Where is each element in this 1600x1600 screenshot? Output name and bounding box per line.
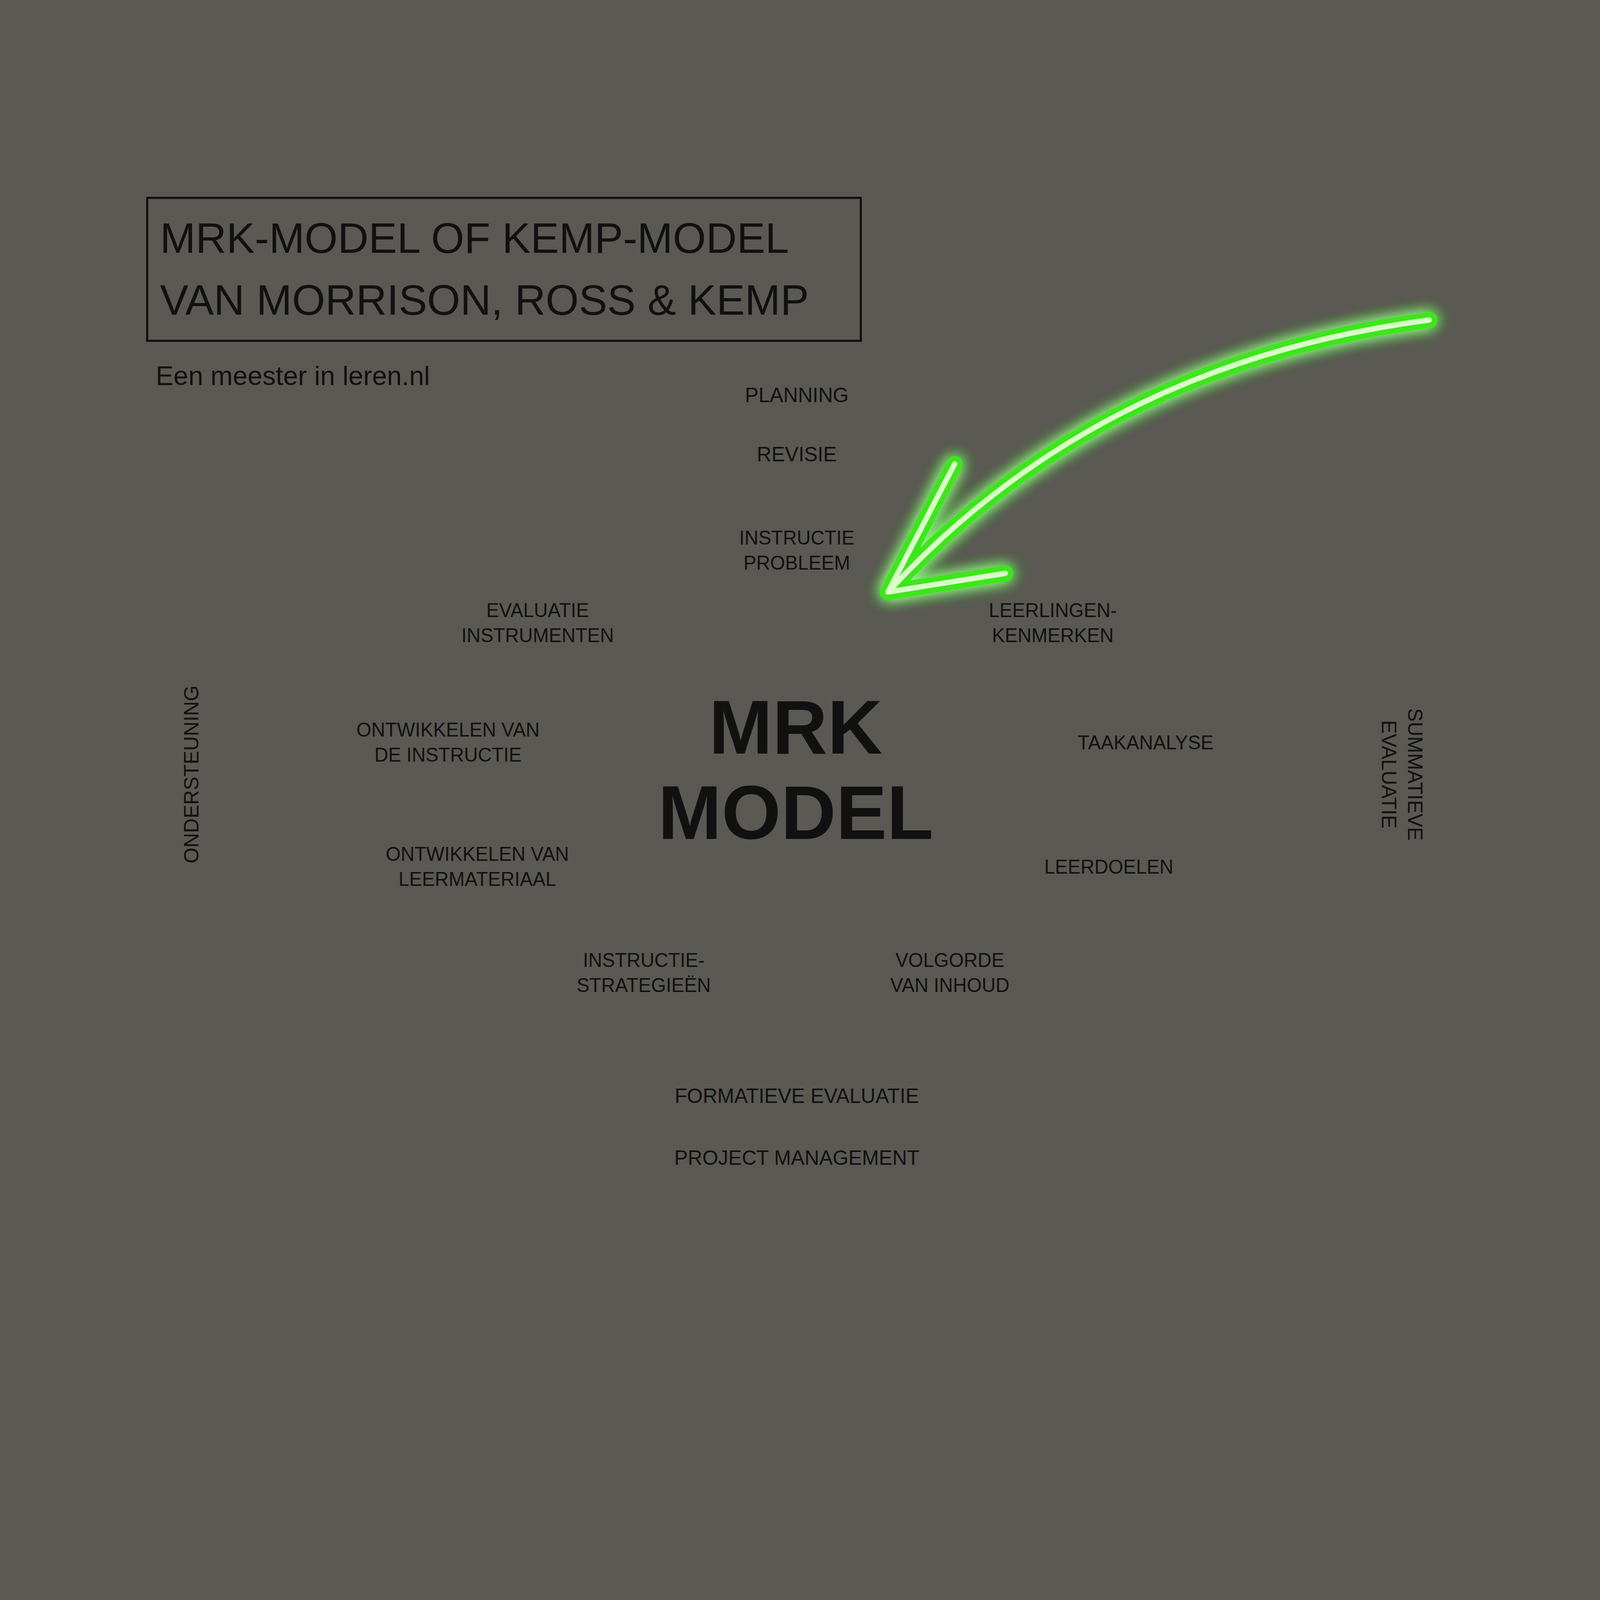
band-label: REVISIE bbox=[636, 441, 957, 468]
band-label: ONDERSTEUNING bbox=[178, 587, 205, 962]
step-ellipse: INSTRUCTIE PROBLEEM bbox=[653, 497, 940, 605]
band-label: PLANNING bbox=[583, 382, 1011, 409]
ellipse-outline bbox=[909, 570, 1196, 677]
step-ellipse: ONTWIKKELEN VAN LEERMATERIAAL bbox=[334, 813, 621, 921]
band-label: PROJECT MANAGEMENT bbox=[556, 1145, 1037, 1172]
ring-band: REVISIE FORMATIEVE EVALUATIE MRK MODEL INST… bbox=[222, 421, 1376, 1128]
step-label: EVALUATIE INSTRUMENTEN bbox=[436, 598, 639, 649]
ellipse-outline bbox=[394, 570, 681, 677]
band-label: SUMMATIEVE EVALUATIE bbox=[1375, 705, 1429, 844]
ellipse-outline bbox=[653, 497, 940, 605]
ellipse-outline bbox=[500, 920, 787, 1027]
step-ellipse: INSTRUCTIE- STRATEGIEËN bbox=[500, 920, 787, 1027]
step-label: VOLGORDE VAN INHOUD bbox=[883, 948, 1017, 999]
step-label: INSTRUCTIE PROBLEEM bbox=[708, 525, 885, 576]
watermark-label: Een meester in leren.nl bbox=[155, 360, 430, 392]
diagram-title: MRK-MODEL OF KEMP-MODEL VAN MORRISON, RO… bbox=[160, 207, 848, 332]
step-ellipse: EVALUATIE INSTRUMENTEN bbox=[394, 570, 681, 677]
band-label: FORMATIEVE EVALUATIE bbox=[556, 1083, 1037, 1110]
ellipse-outline bbox=[806, 920, 1093, 1027]
ring-band: PLANNING SUMMATIEVE EVALUATIE PROJECT MANA… bbox=[156, 362, 1442, 1189]
step-label: TAAKANALYSE bbox=[1033, 730, 1258, 756]
ellipse-outline bbox=[305, 689, 591, 797]
step-ellipse: TAAKANALYSE bbox=[994, 689, 1298, 797]
step-ellipse: LEERDOELEN bbox=[957, 813, 1261, 921]
model-heading: MRK MODEL bbox=[657, 684, 935, 856]
step-ellipse: VOLGORDE VAN INHOUD bbox=[806, 920, 1093, 1027]
step-label: ONTWIKKELEN VAN LEERMATERIAAL bbox=[376, 842, 579, 893]
ring-band: MRK MODEL INSTRUCTIE PROBLEEM LEERLINGEN- … bbox=[288, 480, 1310, 1069]
step-label: INSTRUCTIE- STRATEGIEËN bbox=[542, 948, 746, 999]
step-label: LEERDOELEN bbox=[996, 854, 1221, 880]
step-label: LEERLINGEN- KENMERKEN bbox=[951, 598, 1155, 649]
step-ellipse: ONTWIKKELEN VAN DE INSTRUCTIE bbox=[305, 689, 591, 797]
step-label: ONTWIKKELEN VAN DE INSTRUCTIE bbox=[346, 717, 550, 768]
ellipse-outline bbox=[334, 813, 621, 921]
title-box: MRK-MODEL OF KEMP-MODEL VAN MORRISON, RO… bbox=[146, 196, 862, 342]
step-ellipse: LEERLINGEN- KENMERKEN bbox=[909, 570, 1196, 677]
